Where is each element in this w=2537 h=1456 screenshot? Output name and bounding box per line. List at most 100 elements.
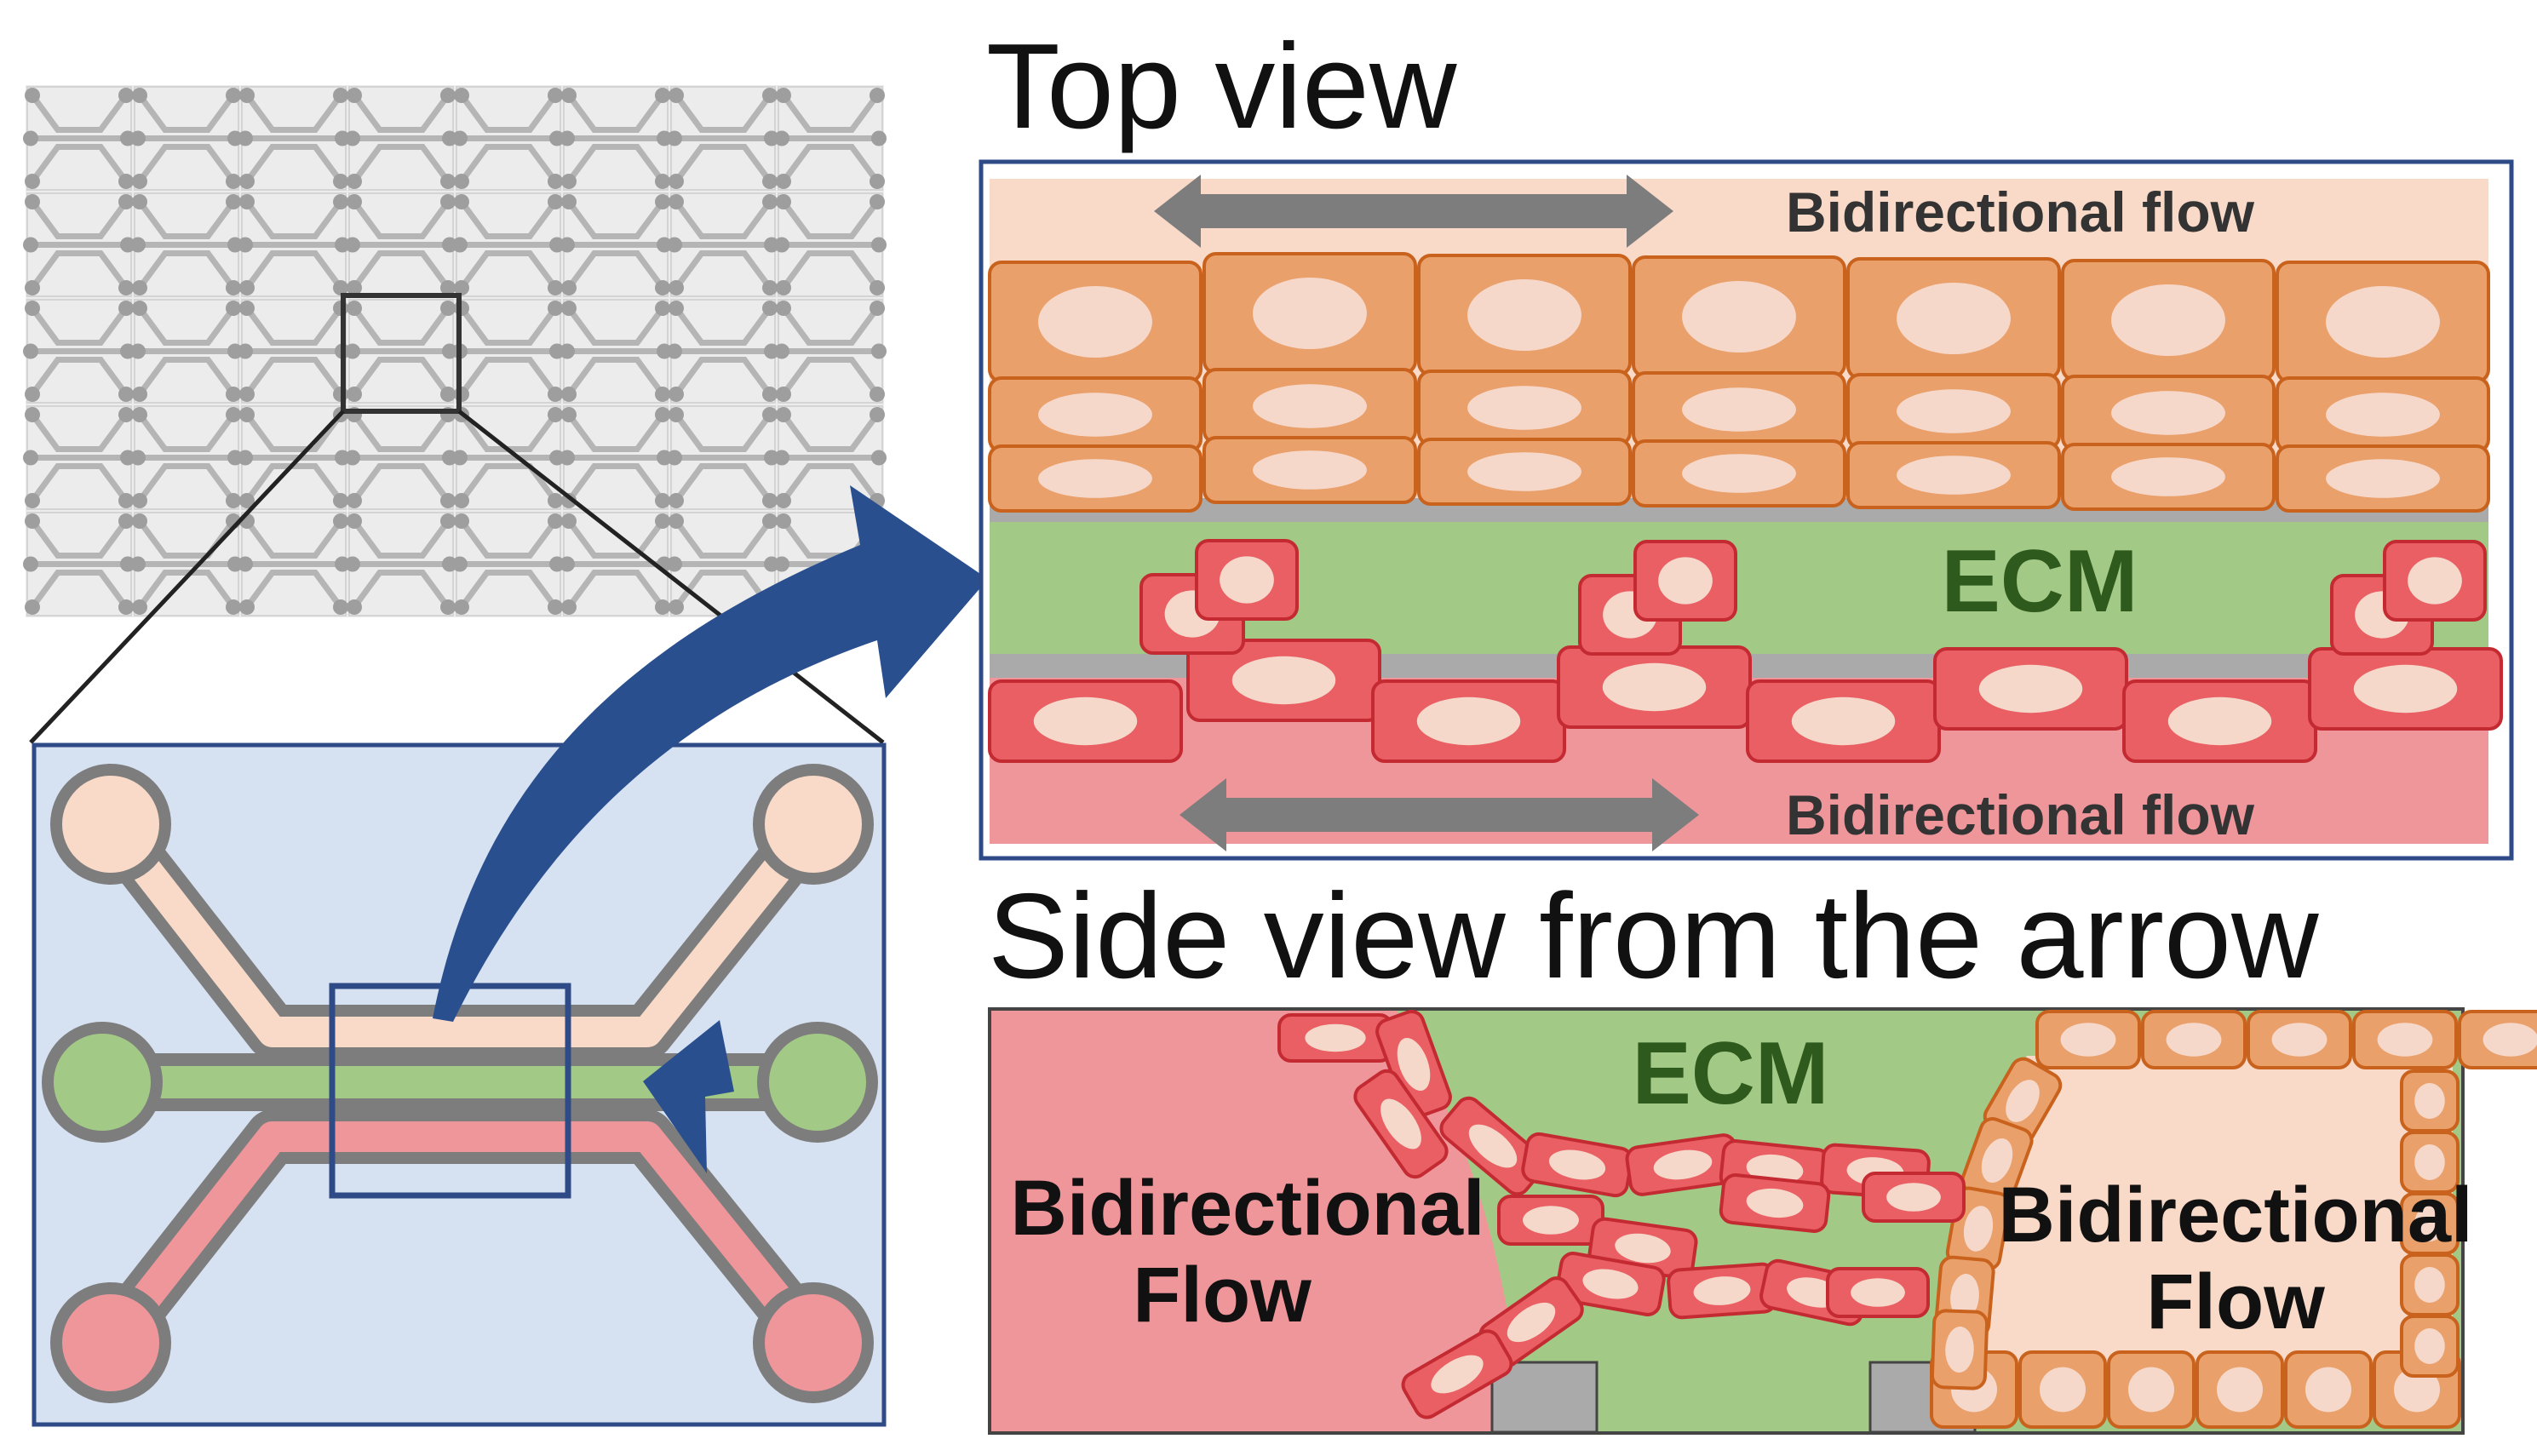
- top-orange-cell-nucleus: [1467, 386, 1581, 430]
- chip-unit-port: [561, 88, 577, 103]
- chip-unit-port: [132, 174, 147, 189]
- chip-unit-port: [667, 343, 682, 359]
- chip-unit-port: [25, 599, 40, 615]
- chip-unit-port: [560, 343, 575, 359]
- chip-unit-port: [548, 513, 563, 529]
- chip-unit-port: [132, 407, 147, 422]
- chip-unit-port: [762, 194, 778, 209]
- side-orange-cell: [2400, 1131, 2460, 1194]
- side-red-cell: [1277, 1013, 1393, 1063]
- chip-unit-port: [561, 174, 577, 189]
- chip-unit-port: [776, 407, 791, 422]
- chip-unit-port: [776, 387, 791, 402]
- chip-unit-port: [667, 556, 682, 572]
- chip-unit-port: [118, 88, 134, 103]
- chip-unit-port: [239, 407, 255, 422]
- chip-unit-port: [345, 343, 360, 359]
- side-red-cell-nucleus: [1397, 1038, 1431, 1091]
- chip-unit-port: [655, 407, 670, 422]
- top-orange-cell: [1632, 439, 1846, 507]
- chip-unit-port: [333, 174, 348, 189]
- chip-unit-port: [561, 493, 577, 508]
- chip-unit-port: [870, 301, 885, 316]
- top-orange-cell-nucleus: [2111, 284, 2225, 356]
- side-red-cell: [1521, 1132, 1633, 1198]
- side-orange-cell: [2195, 1350, 2284, 1429]
- chip-unit-port: [132, 513, 147, 529]
- chip-unit-port: [548, 280, 563, 295]
- chip-unit-port: [548, 407, 563, 422]
- side-view-title: Side view from the arrow: [988, 868, 2319, 1004]
- chip-unit-port: [130, 556, 146, 572]
- chip-unit-channels: [566, 412, 665, 503]
- chip-unit-port: [655, 599, 670, 615]
- chip-unit-port: [118, 513, 134, 529]
- chip-unit-port: [776, 513, 791, 529]
- chip-unit-port: [454, 174, 469, 189]
- chip-unit-port: [548, 599, 563, 615]
- chip-unit-port: [347, 280, 362, 295]
- chip-unit-port: [226, 599, 241, 615]
- side-red-cell: [1667, 1262, 1777, 1320]
- side-orange-cell-nucleus: [2377, 1023, 2433, 1057]
- side-red-cell: [1353, 1069, 1449, 1179]
- chip-unit-port: [762, 387, 778, 402]
- side-right-flow-label-line2: Flow: [2146, 1258, 2325, 1345]
- chip-unit-port: [776, 493, 791, 508]
- side-orange-cell: [2400, 1253, 2460, 1316]
- chip-unit-channels: [137, 412, 236, 503]
- chip-unit-port: [440, 387, 456, 402]
- side-red-cell-nucleus: [1468, 1124, 1518, 1168]
- top-orange-cell: [1202, 368, 1417, 444]
- chip-unit-port: [25, 301, 40, 316]
- chip-array-channel-pattern: [23, 86, 887, 616]
- top-orange-cell: [2276, 376, 2490, 453]
- top-red-cell-nucleus: [1416, 696, 1521, 746]
- chip-unit-channels: [137, 306, 236, 397]
- chip-unit-channels: [30, 306, 129, 397]
- chip-unit-port: [440, 599, 456, 615]
- chip-unit-channels: [352, 93, 451, 184]
- chip-unit-port: [132, 301, 147, 316]
- chip-unit-port: [333, 513, 348, 529]
- side-red-cell-nucleus: [1431, 1355, 1484, 1394]
- chip-unit-port: [238, 450, 253, 466]
- chip-unit-channels: [781, 199, 880, 290]
- top-orange-cell-nucleus: [1038, 286, 1152, 358]
- side-orange-cell: [2035, 1010, 2141, 1069]
- chip-unit-port: [132, 599, 147, 615]
- chip-unit-port: [669, 513, 684, 529]
- chip-unit-port: [25, 407, 40, 422]
- chip-unit-port: [452, 556, 468, 572]
- side-view-panel: ECM Bidirectional Flow Bidirectional Flo…: [988, 1007, 2537, 1435]
- chip-unit-port: [561, 599, 577, 615]
- chip-unit-port: [226, 301, 241, 316]
- chip-unit-port: [23, 130, 38, 146]
- top-red-cell-nucleus: [1033, 696, 1138, 746]
- top-orange-cell: [1846, 441, 2061, 509]
- chip-unit-port: [333, 280, 348, 295]
- top-orange-cell: [2061, 375, 2276, 451]
- top-orange-cell-nucleus: [1253, 384, 1367, 428]
- chip-array-photo: [23, 85, 887, 617]
- side-red-cell: [1497, 1195, 1604, 1246]
- chip-unit-channels: [30, 93, 129, 184]
- top-orange-cell: [1846, 373, 2061, 450]
- top-red-cell-nucleus: [2408, 557, 2462, 605]
- top-red-cell: [2308, 647, 2503, 731]
- upper-flow-label: Bidirectional flow: [1786, 181, 2255, 244]
- top-orange-cell-nucleus: [1253, 278, 1367, 349]
- chip-unit-port: [333, 599, 348, 615]
- chip-unit-port: [762, 88, 778, 103]
- chip-unit-port: [870, 387, 885, 402]
- chip-unit-port: [870, 174, 885, 189]
- side-red-cell-nucleus: [1653, 1149, 1713, 1180]
- side-orange-cell: [2352, 1010, 2458, 1069]
- side-orange-cell-nucleus: [2128, 1367, 2174, 1413]
- side-red-cell-nucleus: [1851, 1278, 1905, 1307]
- chip-unit-port: [655, 513, 670, 529]
- side-orange-cell: [2107, 1350, 2195, 1429]
- chip-unit-port: [762, 513, 778, 529]
- side-orange-cell-nucleus: [2414, 1267, 2445, 1303]
- chip-unit-port: [238, 237, 253, 253]
